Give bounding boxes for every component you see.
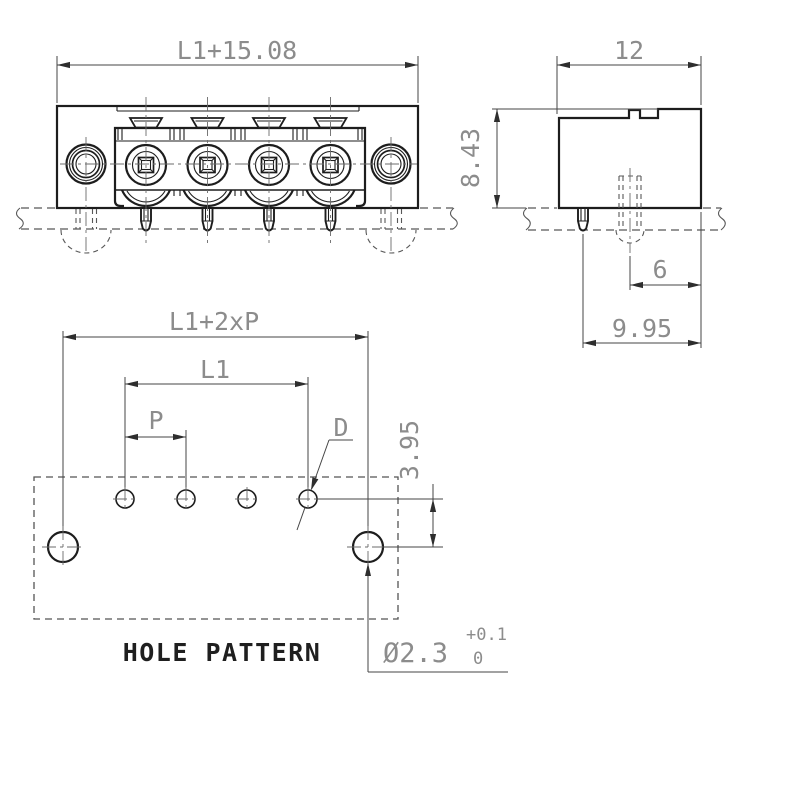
drill-arc-hidden-line <box>60 229 112 254</box>
drill-arc-hidden-line <box>365 229 417 254</box>
body-top-plate-line <box>116 106 360 112</box>
hole-pattern-caption: HOLE PATTERN <box>123 638 322 667</box>
clamp-cage-slots <box>117 129 363 140</box>
dim-center-hole-text: 6 <box>652 255 667 284</box>
dim-depth: 12 <box>556 36 702 114</box>
dim-height: 8.43 <box>456 108 658 209</box>
connector-body-side <box>557 107 703 210</box>
dim-pitch: P <box>125 406 186 441</box>
bottom-band-slots <box>173 190 304 196</box>
front-view: L1+15.08 <box>15 36 458 254</box>
board-break-symbol <box>15 207 24 230</box>
pcb-board-line <box>528 207 721 231</box>
connector-body <box>55 104 420 210</box>
dim-pin-to-edge-text: 9.95 <box>612 314 672 343</box>
diameter-tolerance-upper-text: +0.1 <box>466 625 507 645</box>
mounting-hole-diameter-text: Ø2.3 <box>383 638 448 669</box>
drill-arc-hidden-line <box>615 229 645 244</box>
dim-height-text: 8.43 <box>456 128 485 188</box>
dim-depth-text: 12 <box>614 36 644 65</box>
dim-row-offset-text: 3.95 <box>395 420 424 480</box>
dim-mounting-span: L1+2xP <box>63 307 368 341</box>
dim-overall-width-text: L1+15.08 <box>177 36 297 65</box>
mounting-hole-diameter-callout: Ø2.3 +0.1 0 <box>365 563 508 673</box>
board-break-symbol <box>717 207 726 231</box>
dim-pitch-text: P <box>148 406 163 435</box>
dim-pin-to-edge: 9.95 <box>582 234 701 348</box>
dim-center-hole-to-edge: 6 <box>629 212 702 348</box>
diameter-tolerance-lower-text: 0 <box>473 649 483 669</box>
block-foot-right <box>356 190 367 208</box>
hole-pattern-view: L1+2xP L1 P D 3.95 <box>33 307 508 673</box>
board-break-symbol <box>522 207 531 231</box>
dim-row-offset: 3.95 <box>317 420 443 548</box>
terminal-block-outline <box>113 126 367 190</box>
side-view: 12 8.43 6 9.95 <box>456 36 726 348</box>
dim-overall-width: L1+15.08 <box>56 36 419 103</box>
dim-pin-row-span-text: L1 <box>200 355 230 384</box>
pin-hole-diameter-leader: D <box>296 413 353 531</box>
block-foot-left <box>113 190 124 208</box>
center-line <box>60 97 417 254</box>
dim-pin-row-span: L1 <box>125 355 308 388</box>
board-break-symbol <box>449 207 458 230</box>
board-outline-dashed <box>33 476 399 620</box>
dim-mounting-span-text: L1+2xP <box>169 307 259 336</box>
pin-hole-label-text: D <box>333 413 348 442</box>
hole-wall-hidden-line <box>75 209 403 229</box>
extension-lines <box>62 331 369 532</box>
